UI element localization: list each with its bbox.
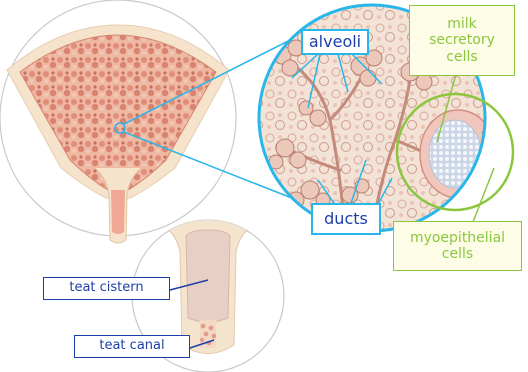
label-milk-secretory-cells: milk secretory cells <box>409 5 515 76</box>
label-teat-canal: teat canal <box>74 335 190 358</box>
milk-secretory-line-3: cells <box>446 49 477 65</box>
milk-secretory-line-2: secretory <box>429 32 495 48</box>
milk-secretory-line-1: milk <box>447 16 477 32</box>
label-teat-cistern: teat cistern <box>43 277 170 300</box>
myoepithelial-line-2: cells <box>442 246 473 262</box>
secretory-cell-lining <box>429 120 481 188</box>
pointer-myoepithelial <box>473 168 494 222</box>
teat-cistern-cavity <box>186 230 230 322</box>
label-myoepithelial-cells: myoepithelial cells <box>393 221 522 271</box>
upper-teat-canal <box>111 190 125 234</box>
label-ducts: ducts <box>311 203 381 235</box>
myoepithelial-line-1: myoepithelial <box>410 230 505 246</box>
label-alveoli: alveoli <box>301 29 369 55</box>
